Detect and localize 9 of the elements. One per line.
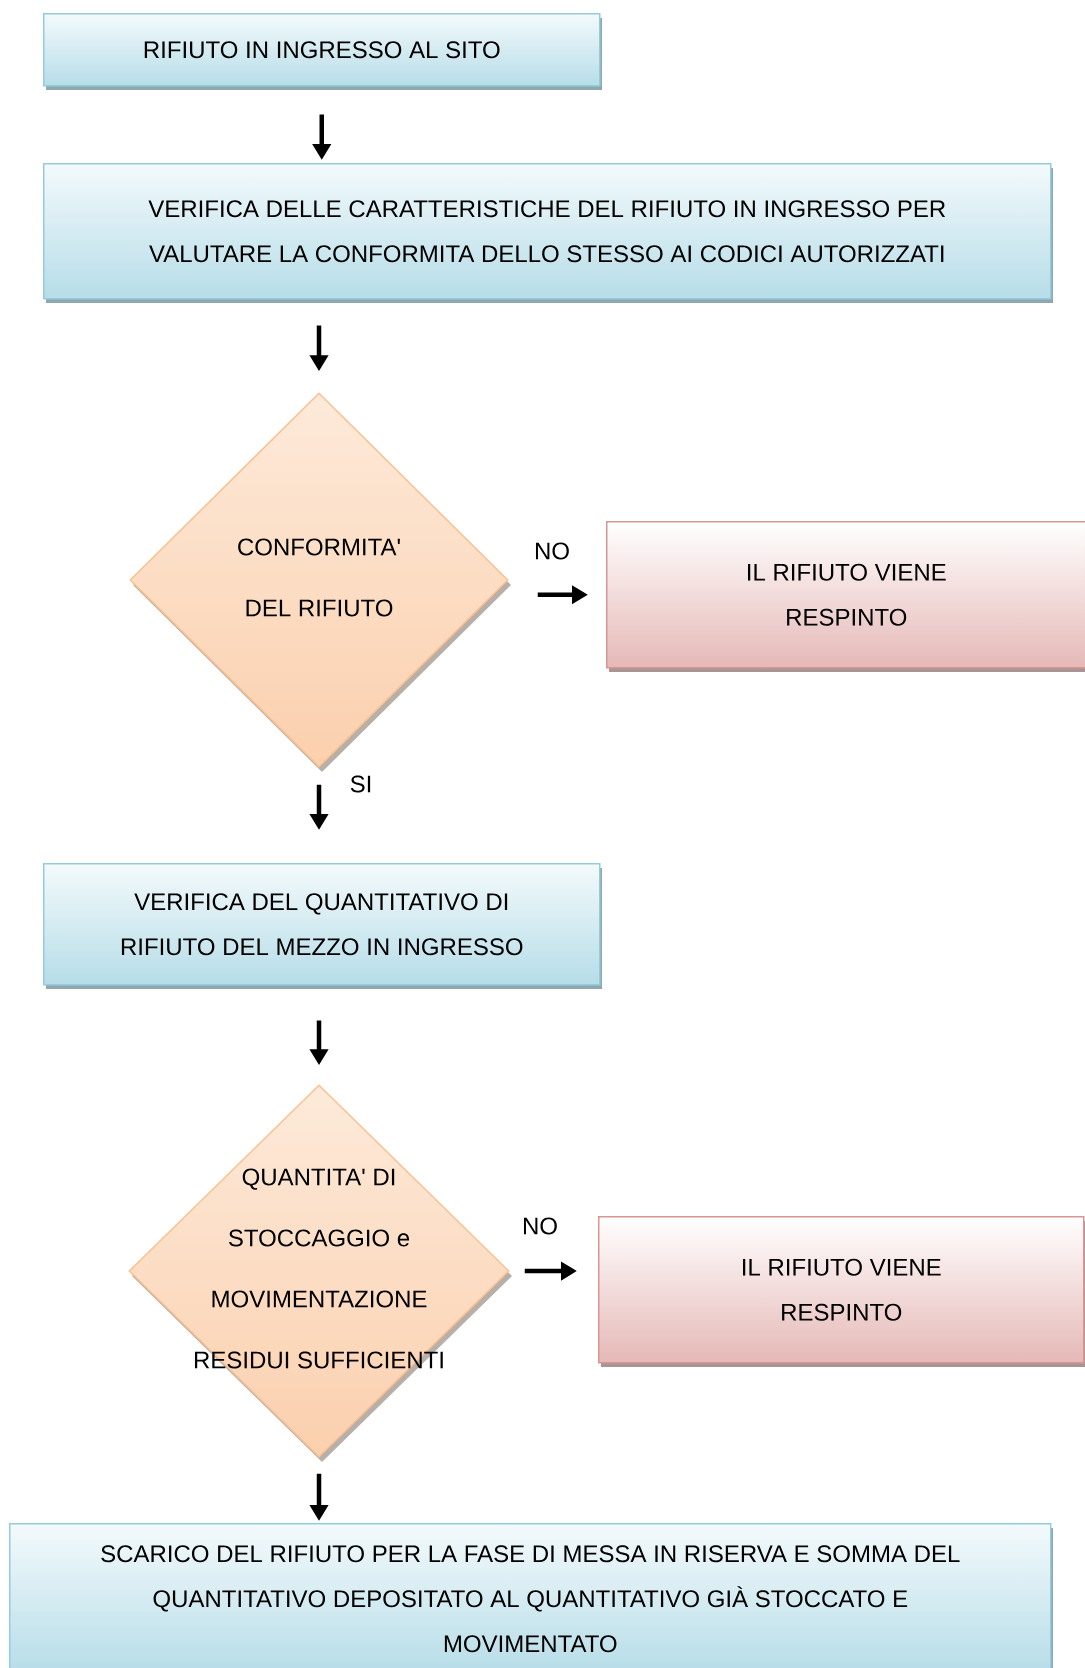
process-box: SCARICO DEL RIFIUTO PER LA FASE DI MESSA IN RISERVA E SOMMA DEL QUANTITATIVO DEPOSITATO AL QUANTITATIVO GIÀ STOCCATO E MOVIMENTATO — [9, 1523, 1053, 1668]
process-box: VERIFICA DEL QUANTITATIVO DI RIFIUTO DEL MEZZO IN INGRESSO — [43, 863, 602, 989]
rejection-box: IL RIFIUTO VIENE RESPINTO — [606, 521, 1085, 672]
process-box: RIFIUTO IN INGRESSO AL SITO — [43, 13, 602, 90]
rejection-box: IL RIFIUTO VIENE RESPINTO — [598, 1216, 1085, 1367]
edge-label: NO — [532, 540, 572, 562]
process-box: VERIFICA DELLE CARATTERISTICHE DEL RIFIUTO IN INGRESSO PER VALUTARE LA CONFORMITA DELLO STESSO AI CODICI AUTORIZZATI — [43, 163, 1053, 303]
edge-label: NO — [520, 1215, 560, 1237]
edge-label: SI — [347, 773, 375, 795]
